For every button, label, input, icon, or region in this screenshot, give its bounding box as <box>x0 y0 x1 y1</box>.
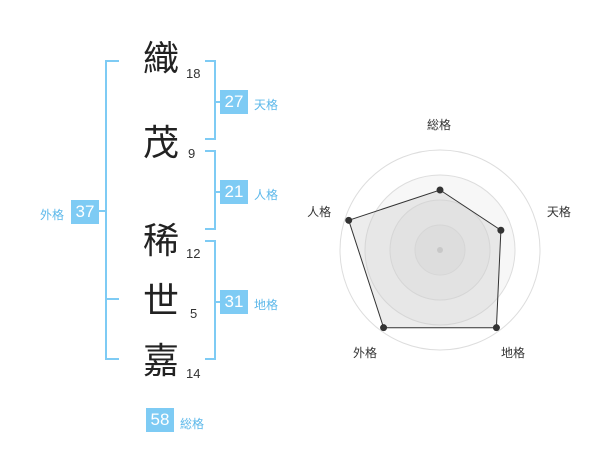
radar-axis-label-1: 天格 <box>546 205 571 220</box>
soukaku-label: 総格 <box>180 417 205 431</box>
stroke-count-3: 12 <box>186 246 201 261</box>
name-char-4: 世 <box>142 281 179 322</box>
radar-point-2 <box>492 324 500 332</box>
gaikaku-bracket-tick <box>98 210 105 212</box>
tenkaku-bracket-top <box>205 60 215 62</box>
chikaku-value: 31 <box>220 290 248 314</box>
gaikaku-bracket-line <box>105 60 107 360</box>
jinkaku-bracket-line <box>214 150 216 230</box>
tenkaku-bracket-bottom <box>205 138 215 140</box>
radar-point-3 <box>380 324 388 332</box>
radar-axis-label-0: 総格 <box>427 118 452 132</box>
stroke-count-1: 18 <box>186 66 201 81</box>
name-char-5: 嘉 <box>142 341 179 382</box>
gaikaku-value: 37 <box>71 200 99 224</box>
jinkaku-bracket-top <box>205 150 215 152</box>
tenkaku-value: 27 <box>220 90 248 114</box>
soukaku-value: 58 <box>146 408 174 432</box>
jinkaku-bracket-bottom <box>205 228 215 230</box>
tenkaku-bracket-line <box>214 60 216 140</box>
name-char-2: 茂 <box>142 123 179 164</box>
chikaku-label: 地格 <box>254 298 279 312</box>
gaikaku-bracket-top <box>105 60 119 62</box>
jinkaku-label: 人格 <box>254 188 279 202</box>
gaikaku-label: 外格 <box>40 208 65 222</box>
chikaku-bracket-line <box>214 240 216 360</box>
stroke-count-5: 14 <box>186 366 201 381</box>
jinkaku-bracket-tick <box>216 191 221 193</box>
radar-point-1 <box>497 226 505 234</box>
name-char-1: 織 <box>142 39 179 80</box>
radar-series-polygon <box>348 189 502 329</box>
stroke-count-2: 9 <box>188 146 196 161</box>
name-char-3: 稀 <box>142 221 179 262</box>
radar-axis-label-4: 人格 <box>307 205 332 220</box>
chikaku-bracket-top <box>205 240 215 242</box>
gaikaku-bracket-mid <box>107 298 119 300</box>
jinkaku-value: 21 <box>220 180 248 204</box>
gaikaku-bracket-bottom <box>105 358 119 360</box>
radar-axis-label-2: 地格 <box>501 345 526 360</box>
tenkaku-bracket-tick <box>216 101 221 103</box>
stroke-count-4: 5 <box>190 306 198 321</box>
tenkaku-label: 天格 <box>254 98 279 112</box>
radar-point-0 <box>436 186 444 194</box>
chikaku-bracket-bottom <box>205 358 215 360</box>
radar-axis-label-3: 外格 <box>352 345 377 360</box>
radar-center-dot <box>437 247 443 253</box>
chikaku-bracket-tick <box>216 301 221 303</box>
radar-point-4 <box>345 216 353 224</box>
